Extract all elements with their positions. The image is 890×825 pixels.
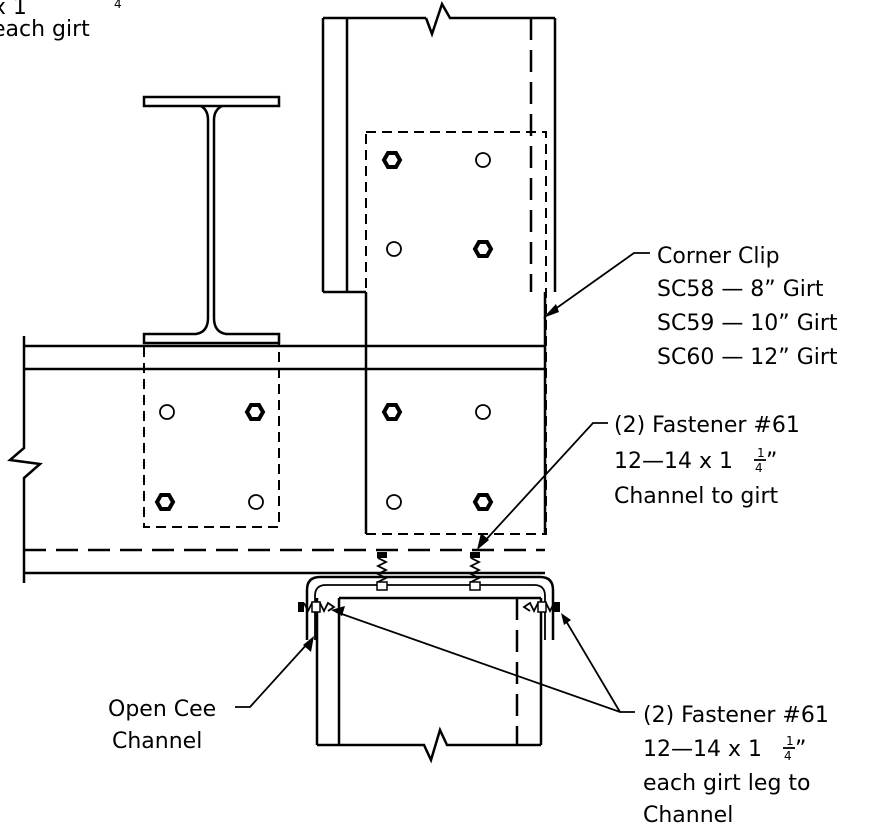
corner-clip-item: SC58 — 8” Girt <box>657 277 824 302</box>
top-left-note-line1: 12-14 x 1 <box>0 0 27 20</box>
open-hole <box>386 241 402 257</box>
open-cee-line1: Open Cee <box>108 697 216 722</box>
self-drilling-screws <box>298 552 560 614</box>
fastener-leg-frac-num: 1 <box>786 734 794 748</box>
i-beam-section <box>142 95 281 345</box>
corner-clip-title: Corner Clip <box>657 244 780 269</box>
top-left-note-line2: each girt <box>0 17 90 42</box>
fastener-leg-inch: ” <box>795 737 806 762</box>
fastener-channel-frac-num: 1 <box>757 446 765 460</box>
fastener-leg-note: (2) Fastener #61 12—14 x 1 1 4 ” each gi… <box>643 703 829 825</box>
open-cee-line2: Channel <box>112 729 202 754</box>
bolt-head <box>381 403 403 421</box>
fastener-leg-line1: (2) Fastener #61 <box>643 703 829 728</box>
screw-horizontal <box>298 600 336 614</box>
fastener-leg-line2: 12—14 x 1 <box>643 737 762 762</box>
open-hole <box>386 494 402 510</box>
top-left-note: 12-14 x 1 4 each girt <box>0 0 122 42</box>
open-cee-channel <box>305 575 555 764</box>
open-hole <box>475 152 491 168</box>
screw-horizontal <box>522 600 560 614</box>
screw-vertical <box>468 552 482 591</box>
fastener-channel-line3: Channel to girt <box>614 484 779 509</box>
leader-lines <box>235 252 650 713</box>
corner-clip <box>364 131 547 535</box>
open-hole <box>248 494 264 510</box>
fastener-leg-line3: each girt leg to <box>643 771 810 796</box>
bolt-head <box>154 493 176 511</box>
corner-clip-item: SC60 — 12” Girt <box>657 345 838 370</box>
fastener-leg-frac-den: 4 <box>784 749 792 763</box>
open-cee-note: Open Cee Channel <box>108 697 216 754</box>
girt-clip-plate <box>143 342 280 528</box>
fastener-channel-note: (2) Fastener #61 12—14 x 1 1 4 ” Channel… <box>614 413 800 509</box>
fastener-channel-frac-den: 4 <box>755 461 763 475</box>
open-hole <box>159 404 175 420</box>
fastener-channel-line2: 12—14 x 1 <box>614 449 733 474</box>
bolt-head <box>472 493 494 511</box>
open-hole <box>475 404 491 420</box>
bolt-head <box>244 403 266 421</box>
corner-clip-note: Corner Clip SC58 — 8” Girt SC59 — 10” Gi… <box>657 244 838 370</box>
bolt-head <box>381 151 403 169</box>
screw-vertical <box>375 552 389 591</box>
fastener-channel-inch: ” <box>766 449 777 474</box>
upper-column <box>321 0 557 294</box>
fastener-channel-line1: (2) Fastener #61 <box>614 413 800 438</box>
top-left-note-fraction: 4 <box>114 0 122 11</box>
bolt-head <box>472 240 494 258</box>
fastener-leg-line4: Channel <box>643 803 733 825</box>
fastener-pattern <box>154 151 494 511</box>
corner-clip-item: SC59 — 10” Girt <box>657 311 838 336</box>
horizontal-girt <box>7 336 545 583</box>
